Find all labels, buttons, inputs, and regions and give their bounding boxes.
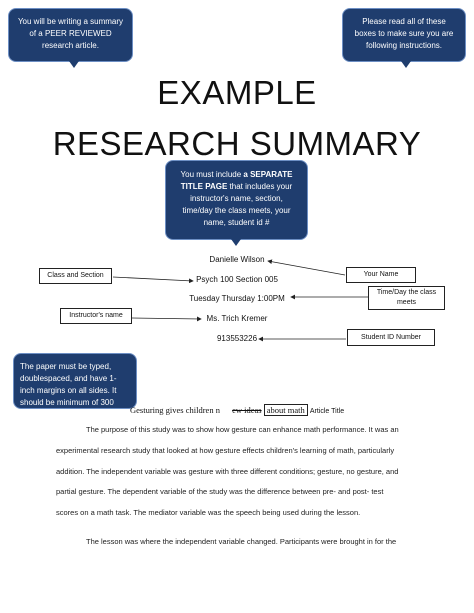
article-title-line: Gesturing gives children n ew ideas abou… [130,404,345,416]
callout-title-page-post: that includes your instructor's name, se… [182,182,293,227]
heading-example: EXAMPLE [157,74,317,111]
student-name: Danielle Wilson [209,255,265,264]
label-your-name: Your Name [346,267,416,283]
course-section: Psych 100 Section 005 [196,275,278,284]
arrow-your-name [267,259,346,276]
article-title-part3: about math [263,404,308,416]
label-time-day: Time/Day the class meets [368,286,445,310]
p1-line-5: scores on a math task. The mediator vari… [56,508,361,518]
callout-read-boxes: Please read all of these boxes to make s… [342,8,466,68]
callout-peer-reviewed: You will be writing a summary of a PEER … [8,8,133,68]
p1-line-4: partial gesture. The dependent variable … [56,487,384,497]
callout-title-page-bold: a SEPARATE TITLE PAGE [180,170,293,191]
label-article-title: Article Title [309,408,345,415]
heading-research-summary: RESEARCH SUMMARY [52,125,422,162]
article-title-part1: Gesturing gives children n [130,405,220,415]
callout-peer-reviewed-text: You will be writing a summary of a PEER … [17,17,124,50]
label-class-section: Class and Section [39,268,112,284]
p1-line-3: addition. The independent variable was g… [56,466,399,476]
instructor-name: Ms. Trich Kremer [206,314,268,323]
arrow-instructor [131,316,202,322]
arrow-class-section [112,276,194,284]
callout-title-page: You must include a SEPARATE TITLE PAGE t… [165,160,308,246]
label-student-id: Student ID Number [347,329,435,346]
body-paragraph-2: The lesson was where the independent var… [56,532,426,553]
p1-line-1: The purpose of this study was to show ho… [86,425,399,434]
callout-read-boxes-text: Please read all of these boxes to make s… [354,17,454,50]
label-instructor-name: Instructor's name [60,308,132,324]
class-time: Tuesday Thursday 1:00PM [189,294,285,303]
callout-title-page-pre: You must include [180,170,244,179]
student-id: 913553226 [216,334,258,343]
callout-paper-format: The paper must be typed, doublespaced, a… [13,353,137,419]
body-paragraph-1: The purpose of this study was to show ho… [56,420,426,524]
p2-line-1: The lesson was where the independent var… [86,537,397,546]
callout-paper-format-text: The paper must be typed, doublespaced, a… [20,362,117,419]
p1-line-2: experimental research study that looked … [56,445,395,455]
article-title-part2: ew ideas [232,405,262,415]
